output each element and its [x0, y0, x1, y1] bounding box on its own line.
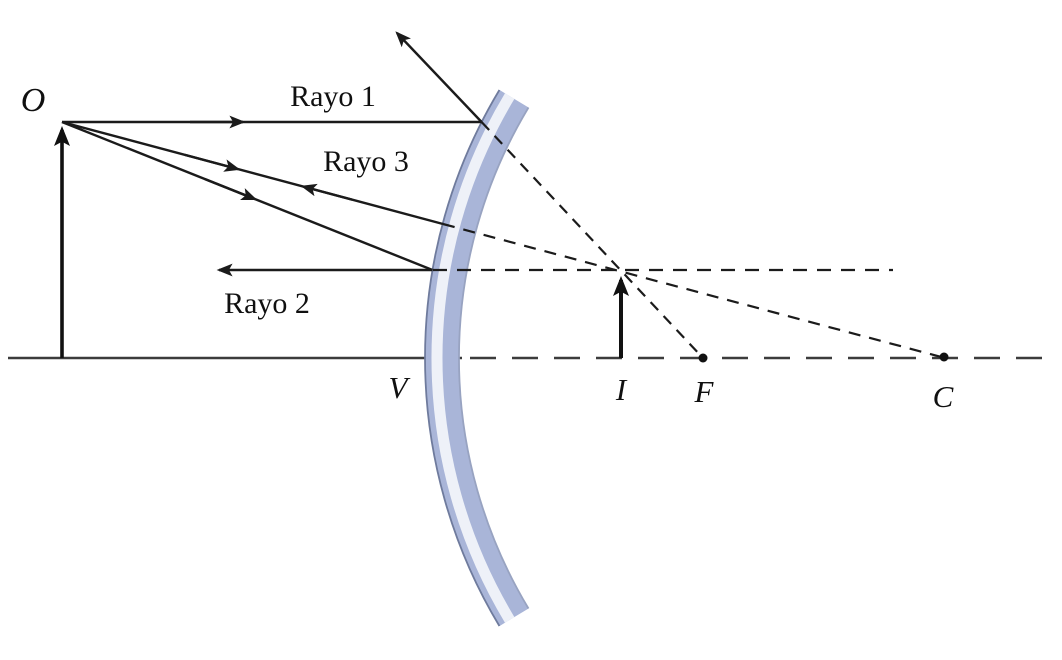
- ray3-forward-arrowhead: [184, 153, 241, 172]
- ray3-extension-dashed: [442, 222, 946, 360]
- mirror-front-edge: [424, 89, 501, 627]
- center-label: C: [933, 379, 954, 414]
- focus-label: F: [694, 374, 715, 409]
- mirror-back-edge: [458, 107, 530, 609]
- object-label: O: [21, 82, 46, 119]
- ray3-incident: [61, 120, 444, 226]
- ray3-return-arrowhead: [300, 183, 353, 201]
- ray2-label: Rayo 2: [224, 287, 310, 320]
- ray3-label: Rayo 3: [323, 145, 409, 178]
- image-label: I: [615, 372, 628, 407]
- ray1-reflected: [395, 31, 483, 123]
- ray1-extension-dashed: [480, 121, 704, 359]
- focus-point: [698, 353, 708, 363]
- ray2-incident-arrowhead: [204, 177, 258, 201]
- vertex-label: V: [389, 370, 411, 405]
- center-point: [939, 352, 949, 362]
- ray1-label: Rayo 1: [290, 80, 376, 113]
- mirror-highlight: [431, 93, 515, 623]
